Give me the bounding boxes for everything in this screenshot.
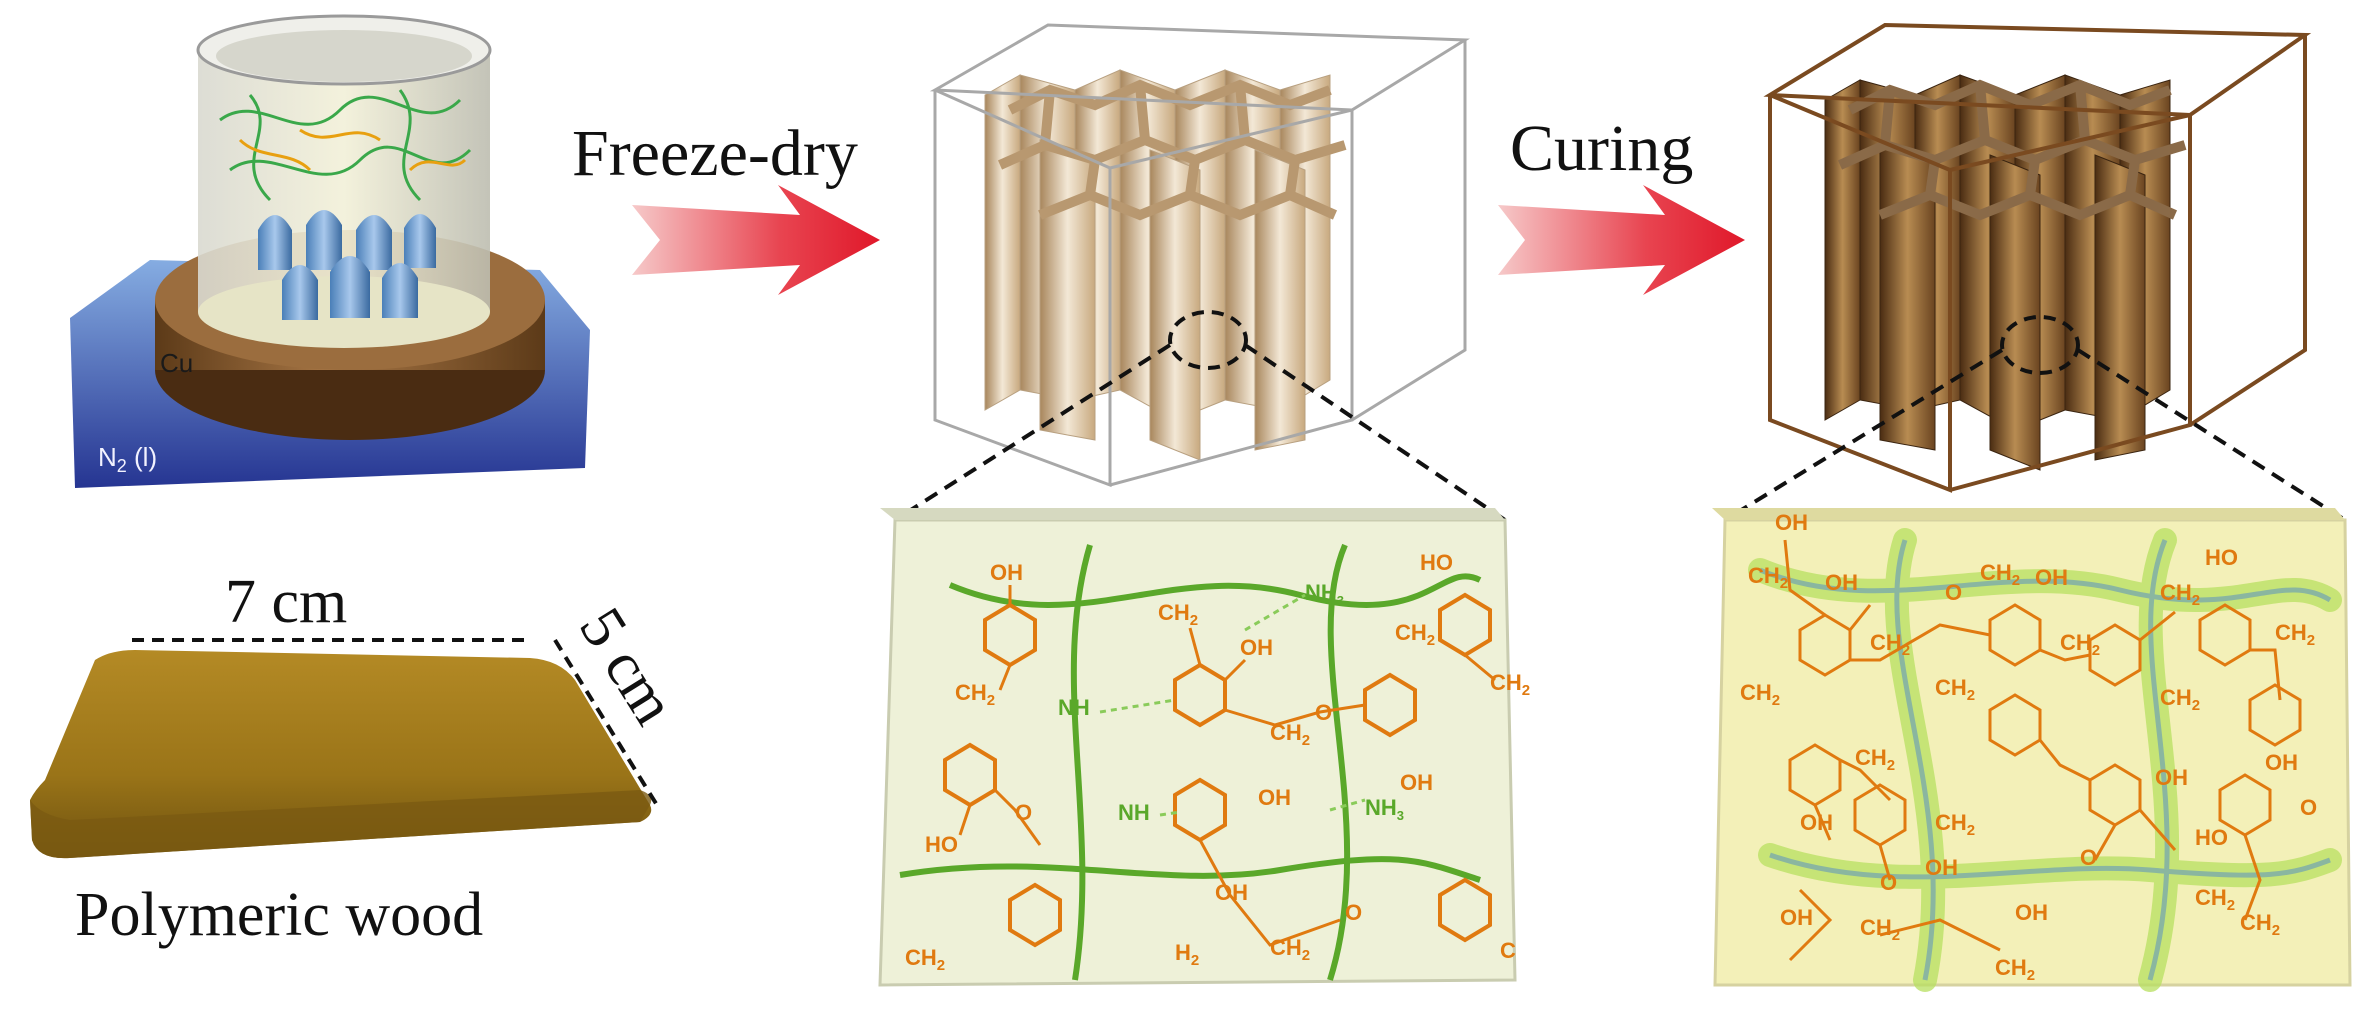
functional-groups-left: OH CH2 CH2 OH CH2 O OH OH HO CH2 HO O CH… — [905, 550, 1530, 974]
svg-text:O: O — [2080, 845, 2097, 870]
zoom-circle-right — [2000, 315, 2080, 375]
hydrogen-bond-chains — [899, 543, 1482, 981]
svg-text:OH: OH — [1258, 785, 1291, 810]
copper-label: Cu — [160, 348, 193, 378]
svg-text:O: O — [1015, 800, 1032, 825]
svg-text:OH: OH — [2265, 750, 2298, 775]
bonds-right — [1783, 539, 2282, 962]
svg-text:CH2: CH2 — [1935, 675, 1975, 704]
sample-caption: Polymeric wood — [75, 881, 483, 949]
curing-arrow — [1498, 185, 1745, 295]
svg-text:CH2: CH2 — [1740, 680, 1780, 709]
freeze-dry-arrow — [632, 185, 880, 295]
svg-text:CH2: CH2 — [1980, 560, 2020, 589]
curing-label: Curing — [1510, 112, 1693, 185]
svg-text:H2: H2 — [1175, 940, 1199, 969]
depth-dimension — [553, 638, 662, 812]
freeze-dry-step: Freeze-dry — [572, 117, 880, 295]
svg-text:O: O — [1945, 580, 1962, 605]
svg-text:NH3: NH3 — [1365, 795, 1404, 823]
chemistry-panel-cured: OH CH2 OH CH2 O CH2 OH CH2 HO CH2 CH2 CH… — [1712, 508, 2352, 992]
ice-crystals — [258, 210, 436, 320]
freeze-casting-apparatus: Cu N2 (l) — [70, 14, 590, 488]
svg-text:NH3: NH3 — [1305, 580, 1344, 608]
svg-text:CH2: CH2 — [2060, 630, 2100, 659]
svg-text:OH: OH — [2155, 765, 2188, 790]
polymer-chains — [219, 89, 472, 202]
svg-text:NH: NH — [1118, 800, 1150, 825]
curing-step: Curing — [1498, 112, 1745, 295]
hbond-dashes-left — [1099, 593, 1366, 817]
wood-front-face — [30, 790, 652, 859]
honeycomb-top — [997, 79, 1347, 221]
freeze-dried-honeycomb — [929, 23, 1470, 488]
svg-text:CH2: CH2 — [2275, 620, 2315, 649]
svg-text:OH: OH — [2015, 900, 2048, 925]
zoom-lines — [893, 343, 2347, 522]
svg-text:HO: HO — [1420, 550, 1453, 575]
bonds-left — [958, 585, 1496, 947]
svg-text:CH2: CH2 — [1860, 915, 1900, 944]
cured-honeycomb — [1763, 22, 2312, 493]
svg-text:OH: OH — [1775, 510, 1808, 535]
nitrogen-label: N2 (l) — [98, 442, 157, 476]
svg-text:CH2: CH2 — [1748, 563, 1788, 592]
svg-text:O: O — [2300, 795, 2317, 820]
svg-text:OH: OH — [1240, 635, 1273, 660]
svg-text:CH2: CH2 — [1490, 670, 1530, 699]
svg-text:O: O — [1345, 900, 1362, 925]
svg-text:OH: OH — [1925, 855, 1958, 880]
crosslinked-chain-cores — [1759, 539, 2332, 981]
svg-text:OH: OH — [2035, 565, 2068, 590]
svg-text:OH: OH — [1215, 880, 1248, 905]
svg-text:CH2: CH2 — [2195, 885, 2235, 914]
svg-text:OH: OH — [1825, 570, 1858, 595]
box-frame-brown — [1763, 22, 2312, 493]
svg-text:HO: HO — [925, 832, 958, 857]
svg-text:CH2: CH2 — [1158, 600, 1198, 629]
svg-text:C: C — [1500, 938, 1516, 963]
functional-groups-right: OH CH2 OH CH2 O CH2 OH CH2 HO CH2 CH2 CH… — [1740, 510, 2317, 984]
panel-right-depth — [1712, 508, 2345, 520]
svg-text:O: O — [1880, 870, 1897, 895]
svg-text:CH2: CH2 — [905, 945, 945, 974]
svg-text:CH2: CH2 — [2160, 580, 2200, 609]
svg-text:OH: OH — [1780, 905, 1813, 930]
svg-text:CH2: CH2 — [1855, 745, 1895, 774]
panel-left-depth — [880, 508, 1505, 520]
freeze-dry-label: Freeze-dry — [572, 117, 858, 190]
svg-text:OH: OH — [990, 560, 1023, 585]
svg-text:HO: HO — [2195, 825, 2228, 850]
svg-text:CH2: CH2 — [2160, 685, 2200, 714]
chemistry-panel-freeze-dried: OH CH2 CH2 OH CH2 O OH OH HO CH2 HO O CH… — [878, 508, 1530, 987]
svg-text:OH: OH — [1800, 810, 1833, 835]
svg-text:NH: NH — [1058, 695, 1090, 720]
width-label: 7 cm — [225, 568, 347, 636]
svg-text:OH: OH — [1400, 770, 1433, 795]
svg-text:CH2: CH2 — [955, 680, 995, 709]
box-frame-gray — [929, 23, 1470, 488]
zoom-circle-left — [1168, 310, 1248, 370]
svg-text:CH2: CH2 — [2240, 910, 2280, 939]
svg-text:CH2: CH2 — [1395, 620, 1435, 649]
walls-dark — [1824, 74, 2171, 471]
polymeric-wood-sample: 7 cm 5 cm Polymeric wood — [30, 568, 689, 949]
svg-text:CH2: CH2 — [1995, 955, 2035, 984]
beaker-inner — [216, 30, 472, 82]
svg-text:HO: HO — [2205, 545, 2238, 570]
svg-text:CH2: CH2 — [1935, 810, 1975, 839]
